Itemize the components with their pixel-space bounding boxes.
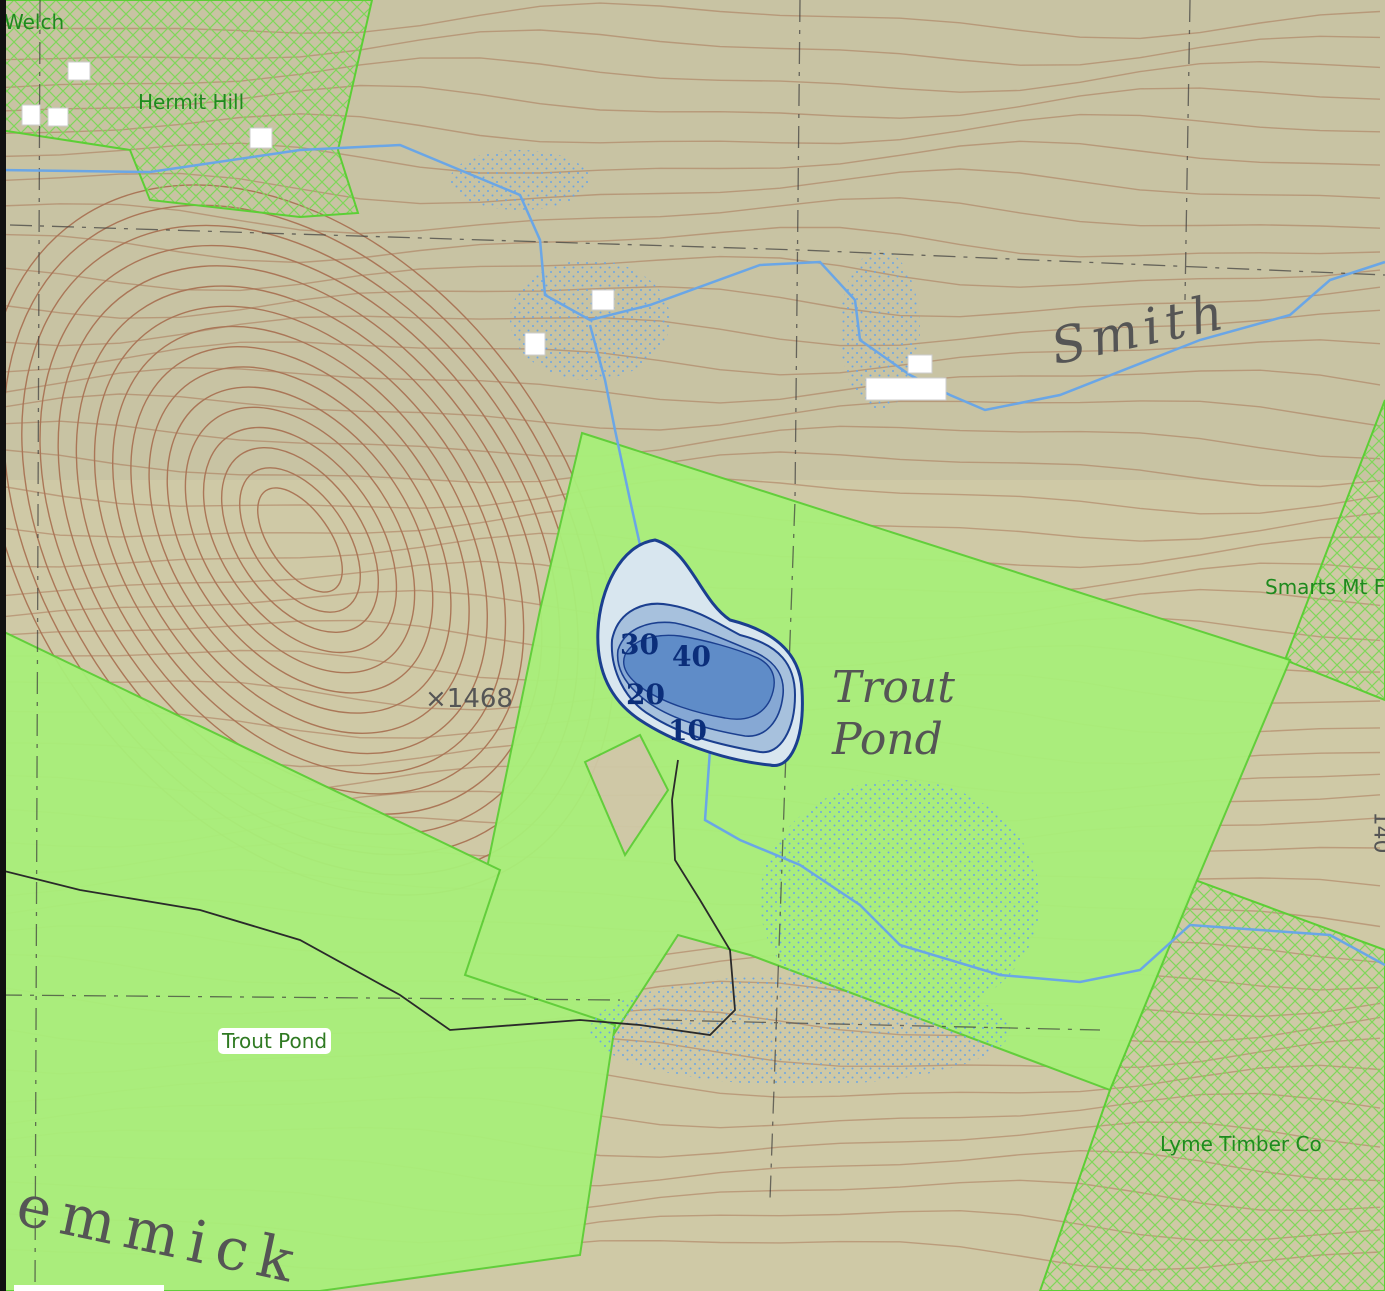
contour-line	[0, 226, 1381, 264]
contour-ring	[93, 305, 507, 775]
parcel-smarts-mt	[1283, 399, 1385, 702]
marsh-south	[590, 975, 1010, 1085]
marsh-east	[760, 780, 1040, 1020]
elevation-label: ×1468	[425, 684, 513, 714]
parcel-west	[0, 628, 617, 1291]
contour-ring	[130, 346, 470, 734]
depth-label-20: 20	[626, 678, 665, 711]
parcel-hermit-hill	[0, 0, 374, 219]
label-hermit-hill: Hermit Hill	[138, 90, 245, 114]
marsh-top	[450, 150, 590, 210]
contour-ring	[202, 426, 398, 654]
contour-ring	[184, 406, 416, 674]
depth-label-10: 10	[668, 714, 707, 747]
contour-ring	[239, 467, 361, 613]
contour-line	[0, 339, 1381, 376]
label-welch: Welch	[4, 10, 65, 34]
marsh-northeast	[840, 250, 920, 410]
label-smarts-mt: Smarts Mt F	[1265, 575, 1385, 599]
streams	[0, 143, 1385, 984]
depth-label-40: 40	[672, 640, 711, 673]
depth-label-30: 30	[620, 628, 659, 661]
contour-line	[0, 285, 1381, 319]
contour-ring	[39, 244, 561, 836]
label-lyme-timber: Lyme Timber Co	[1160, 1132, 1322, 1156]
contour-line	[0, 197, 1381, 235]
topo-label-trout: Trout	[832, 662, 955, 713]
contour-ring	[257, 487, 343, 593]
buildings	[21, 61, 947, 401]
map-left-edge	[0, 0, 6, 1291]
trail-path	[0, 759, 736, 1036]
contour-ring	[166, 386, 434, 694]
contour-ring	[112, 325, 488, 755]
contour-ring	[75, 285, 525, 795]
contour-ring	[57, 265, 543, 815]
contour-line	[0, 393, 1381, 431]
side-elevation-label: 140	[1368, 811, 1385, 854]
pond-bathymetry	[596, 538, 804, 768]
topo-label-pond: Pond	[832, 714, 943, 765]
contour-ring	[220, 446, 380, 634]
pond-depth-30	[623, 634, 775, 720]
scale-bar	[14, 1285, 164, 1291]
contour-ring	[148, 366, 452, 714]
parcel-cutout	[583, 733, 670, 858]
contour-line	[0, 366, 1381, 404]
label-trout-pond-road: Trout Pond	[218, 1028, 332, 1054]
contour-line	[0, 255, 1381, 292]
contour-line	[0, 420, 1381, 460]
